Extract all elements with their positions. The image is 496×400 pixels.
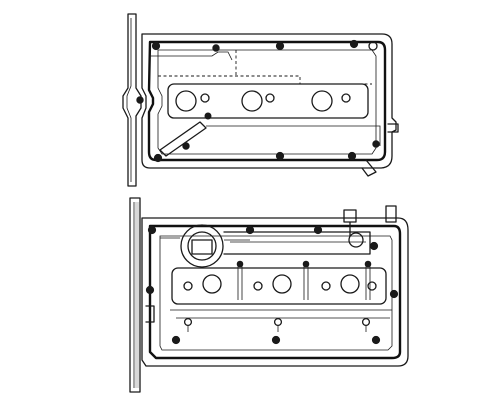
bottom-lower-rail — [170, 309, 392, 319]
pcv-boss — [348, 232, 364, 248]
top-plug-hole-2 — [241, 90, 263, 112]
oil-filler-inner — [187, 231, 217, 261]
bottom-plug-hole-2 — [272, 274, 292, 294]
bolt-icon — [371, 335, 381, 345]
bolt-icon — [151, 41, 161, 51]
bolt-icon — [204, 112, 212, 120]
bottom-cover-outline — [141, 217, 409, 367]
bottom-small-port-4 — [367, 281, 377, 291]
bolt-icon — [136, 96, 144, 104]
top-gasket-channel — [147, 40, 387, 162]
top-dashed-line — [158, 75, 372, 85]
bottom-bolts — [145, 225, 399, 345]
top-plug-hole-1 — [175, 90, 197, 112]
bolt-icon — [153, 153, 163, 163]
bolt-icon — [389, 289, 399, 299]
top-flange — [122, 13, 142, 187]
bottom-flange — [129, 197, 141, 393]
bolt-icon — [368, 41, 378, 51]
bottom-flange-shade — [135, 202, 139, 388]
oil-filler-outer — [180, 224, 224, 268]
bolt-icon — [349, 39, 359, 49]
top-small-port-2 — [265, 93, 275, 103]
bottom-small-port-3 — [321, 281, 331, 291]
breather-nipple — [385, 205, 397, 223]
top-inner-field — [157, 49, 377, 155]
bolt-icon — [364, 260, 372, 268]
bolt-icon — [313, 225, 323, 235]
bolt-icon — [236, 260, 244, 268]
bottom-studs — [183, 317, 371, 332]
top-plug-hole-3 — [311, 90, 333, 112]
bottom-ribs — [237, 262, 371, 300]
top-side-nipple — [387, 123, 399, 133]
bolt-icon — [147, 225, 157, 235]
top-small-port-3 — [341, 93, 351, 103]
bottom-small-port-2 — [253, 281, 263, 291]
bolt-icon — [171, 335, 181, 345]
top-breather-pipe — [159, 121, 207, 157]
bottom-plug-boss-row — [171, 267, 387, 305]
top-bolts-upper — [151, 39, 378, 52]
bottom-left-tab — [145, 305, 155, 323]
top-small-port-1 — [200, 93, 210, 103]
top-cover-outline — [141, 33, 397, 169]
top-oil-line — [150, 51, 233, 61]
cover-bottom — [129, 197, 409, 393]
bolt-icon — [145, 285, 155, 295]
pcv-valve — [343, 209, 357, 237]
bolt-icon — [245, 225, 255, 235]
top-flange-inner — [126, 18, 132, 182]
bottom-plug-hole-1 — [202, 274, 222, 294]
top-bolts-lower — [136, 96, 380, 163]
oil-filler-web — [160, 237, 250, 241]
bolt-icon — [275, 41, 285, 51]
stud-icon — [183, 317, 193, 327]
bottom-upper-rail — [223, 231, 371, 255]
top-plug-boss-row — [167, 83, 369, 119]
bottom-gasket-channel — [148, 224, 402, 360]
bolt-icon — [271, 335, 281, 345]
top-lower-rail — [206, 125, 381, 146]
oil-filler-cap — [191, 239, 213, 255]
bolt-icon — [347, 151, 357, 161]
bottom-plug-hole-3 — [340, 274, 360, 294]
cover-top — [122, 13, 399, 187]
bolt-icon — [275, 151, 285, 161]
bolt-icon — [369, 241, 379, 251]
stud-icon — [361, 317, 371, 327]
bolt-icon — [212, 44, 220, 52]
bolt-icon — [372, 140, 380, 148]
stud-icon — [273, 317, 283, 327]
bolt-icon — [182, 142, 190, 150]
bottom-inner-field — [159, 235, 393, 351]
bolt-icon — [302, 260, 310, 268]
bottom-small-port-1 — [183, 281, 193, 291]
top-corner-tab — [361, 159, 377, 177]
